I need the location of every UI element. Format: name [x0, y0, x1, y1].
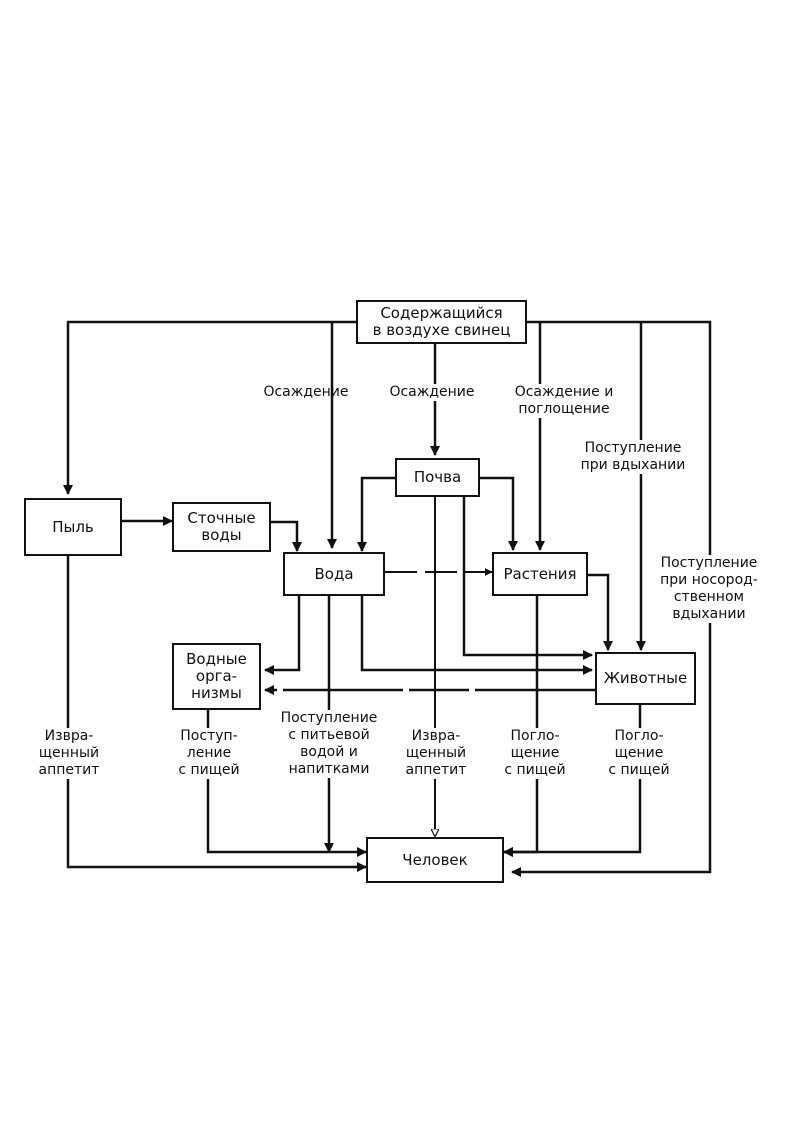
- node-wastewater: Сточные воды: [172, 502, 271, 552]
- soil-to-animals: [462, 497, 593, 660]
- node-plants: Растения: [492, 552, 588, 596]
- water-to-animals: [360, 596, 593, 675]
- label-drinking: Поступление с питьевой водой и напитками: [268, 710, 390, 778]
- soil-to-water: [357, 476, 395, 552]
- wastewater-to-water: [271, 520, 302, 552]
- label-inhalation-nose: Поступление при носород- ственном вдыхан…: [646, 555, 772, 623]
- plants-to-human: [503, 596, 539, 857]
- air-bus-left: [63, 320, 356, 495]
- label-pica-left: Извра- щенный аппетит: [30, 728, 108, 779]
- label-inhalation: Поступление при вдыхании: [568, 440, 698, 474]
- dust-to-human: [66, 556, 367, 872]
- node-dust: Пыль: [24, 498, 122, 556]
- water-to-aquatic: [264, 596, 301, 675]
- label-deposition-uptake: Осаждение и поглощение: [500, 384, 628, 418]
- soil-to-plants: [480, 476, 518, 551]
- plants-to-animals: [588, 573, 613, 651]
- node-air-lead: Содержащийся в воздухе свинец: [356, 300, 527, 344]
- label-food-right: Погло- щение с пищей: [596, 728, 682, 779]
- node-soil: Почва: [395, 458, 480, 497]
- label-pica-center: Извра- щенный аппетит: [396, 728, 476, 779]
- label-deposition-2: Осаждение: [376, 384, 488, 401]
- label-deposition-1: Осаждение: [263, 384, 349, 400]
- label-food-left: Поступ- ление с пищей: [166, 728, 252, 779]
- label-food-center: Погло- щение с пищей: [492, 728, 578, 779]
- node-human: Человек: [366, 837, 504, 883]
- node-water: Вода: [283, 552, 385, 596]
- node-aquatic-organisms: Водные орга- низмы: [172, 643, 261, 710]
- node-animals: Животные: [595, 652, 696, 705]
